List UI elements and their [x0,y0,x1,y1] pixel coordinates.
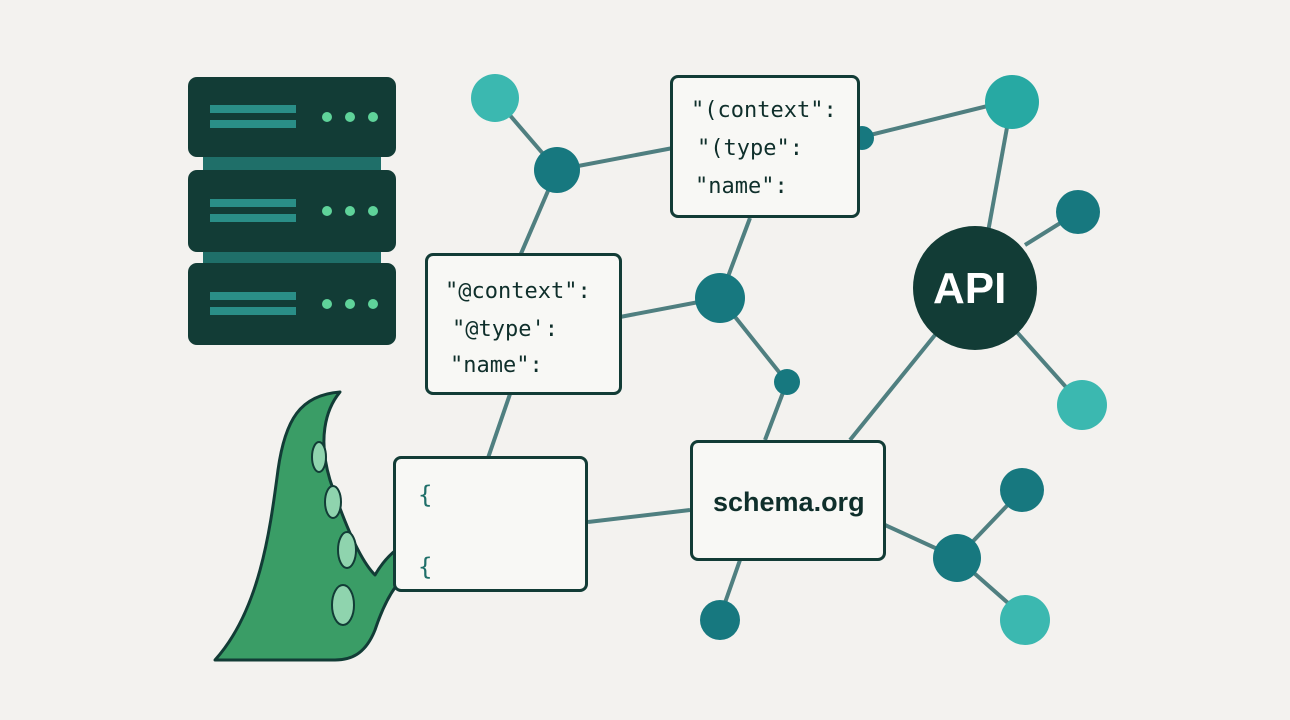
code-line: "name": [695,174,788,199]
close-brace: { [418,553,433,581]
server-led [345,206,355,216]
schema-box: schema.org [690,440,886,561]
node-light [471,74,519,122]
tentacle-sucker [311,441,327,473]
server-led [368,112,378,122]
server-led [345,112,355,122]
server-unit [188,170,396,252]
server-stripe [210,292,296,300]
edge [587,508,691,524]
node-dark [1056,190,1100,234]
server-unit [188,263,396,345]
open-brace: { [418,481,433,509]
server-led [345,299,355,309]
code-card-middle: "@context": "@type': "name": [425,253,622,395]
node-dark [774,369,800,395]
node-dark [933,534,981,582]
tentacle-sucker [324,485,342,519]
node-light [1057,380,1107,430]
node-dark [534,147,580,193]
code-line: "name": [450,353,543,378]
node-dark [700,600,740,640]
server-unit [188,77,396,157]
server-led [322,112,332,122]
code-snippet-card: { { [393,456,588,592]
node-light [985,75,1039,129]
code-card-top: "(context": "(type": "name": [670,75,860,218]
server-stripe [210,105,296,113]
server-rack-icon [188,77,396,345]
edge [848,333,937,442]
node-light [1000,595,1050,645]
code-line: "@context": [445,279,591,304]
code-line: "(context": [691,98,837,123]
code-line: "(type": [697,136,803,161]
code-line: "@type': [452,317,558,342]
server-stripe [210,120,296,128]
edge [486,393,512,459]
server-stripe [210,199,296,207]
server-led [368,206,378,216]
server-led [322,299,332,309]
server-stripe [210,214,296,222]
node-dark [1000,468,1044,512]
server-stripe [210,307,296,315]
graph-nodes [471,74,1107,645]
api-node [913,226,1037,350]
node-dark [695,273,745,323]
tentacle-sucker [331,584,355,626]
server-led [368,299,378,309]
schema-label: schema.org [713,487,865,517]
api-label: API [933,264,1007,313]
tentacle-sucker [337,531,357,569]
server-led [322,206,332,216]
